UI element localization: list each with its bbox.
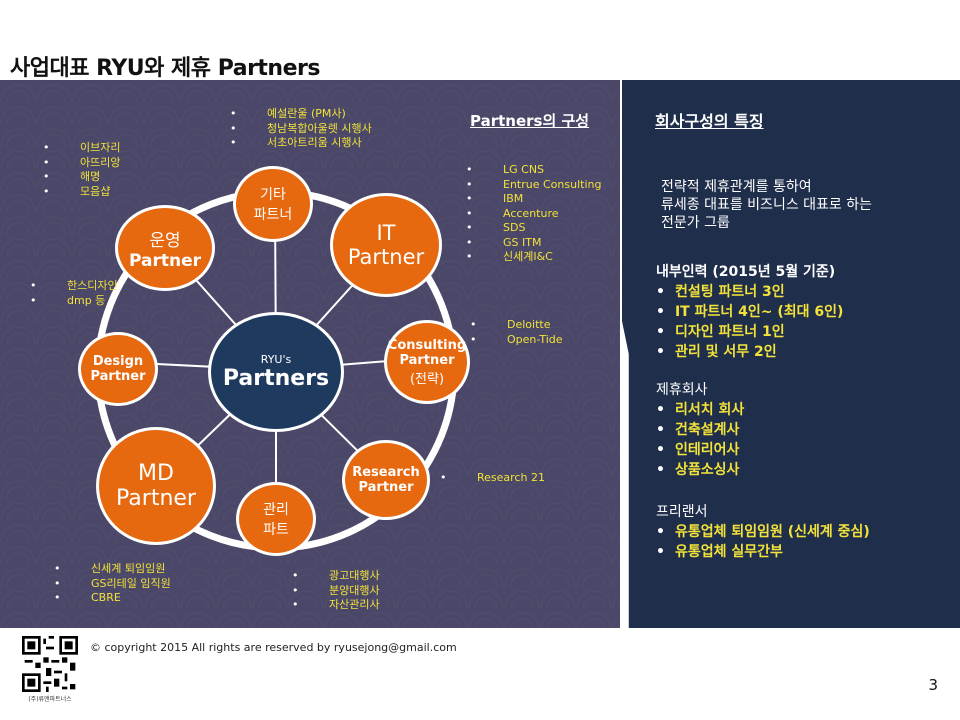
list-item: 해명 xyxy=(40,170,120,185)
freelancers: 프리랜서 유통업체 퇴임임원 (신세계 중심) 유통업체 실무간부 xyxy=(656,502,870,562)
list-design: 한스디자인 dmp 등 xyxy=(27,279,118,308)
list-item: 서초아트리움 시행사 xyxy=(227,136,372,151)
list-item: 모음샵 xyxy=(40,185,120,200)
list-item: 광고대행사 xyxy=(289,569,380,584)
partners-heading: Partners의 구성 xyxy=(470,112,590,130)
list-item: Deloitte xyxy=(467,318,563,333)
qr-code-icon xyxy=(22,636,78,692)
list-research: Research 21 xyxy=(437,471,545,486)
internal-staff: 내부인력 (2015년 5월 기준) 컨설팅 파트너 3인 IT 파트너 4인~… xyxy=(656,262,843,362)
intro-text: 전략적 제휴관계를 통하여 류세종 대표를 비즈니스 대표로 하는 전문가 그룹 xyxy=(661,179,872,231)
list-item: 분양대행사 xyxy=(289,584,380,599)
list-item: 예설란울 (PM사) xyxy=(227,107,372,122)
list-item: 이브자리 xyxy=(40,141,120,156)
list-item: GS리테일 임직원 xyxy=(51,577,171,592)
list-item: 청남복합아울렛 시행사 xyxy=(227,122,372,137)
list-consulting: Deloitte Open-Tide xyxy=(467,318,563,347)
list-item: 유통업체 실무간부 xyxy=(656,542,870,562)
copyright-footer: © copyright 2015 All rights are reserved… xyxy=(90,641,457,654)
list-mgmt: 광고대행사 분양대행사 자산관리사 xyxy=(289,569,380,613)
list-item: 자산관리사 xyxy=(289,598,380,613)
list-item: 유통업체 퇴임임원 (신세계 중심) xyxy=(656,522,870,542)
qr-caption: (주)류앤파트너스 xyxy=(28,696,72,703)
list-item: 리서치 회사 xyxy=(656,400,744,420)
list-item: SDS xyxy=(463,221,601,236)
affiliates: 제휴회사 리서치 회사 건축설계사 인테리어사 상품소싱사 xyxy=(656,380,744,480)
list-item: 한스디자인 xyxy=(27,279,118,294)
list-it: LG CNS Entrue Consulting IBM Accenture S… xyxy=(463,163,601,265)
page-title: 사업대표 RYU와 제휴 Partners xyxy=(10,56,320,81)
list-item: IBM xyxy=(463,192,601,207)
list-item: Accenture xyxy=(463,207,601,222)
list-item: CBRE xyxy=(51,591,171,606)
list-etc: 예설란울 (PM사) 청남복합아울렛 시행사 서초아트리움 시행사 xyxy=(227,107,372,151)
list-item: 디자인 파트너 1인 xyxy=(656,322,843,342)
list-item: GS ITM xyxy=(463,236,601,251)
list-item: Research 21 xyxy=(437,471,545,486)
list-item: 건축설계사 xyxy=(656,420,744,440)
list-item: Entrue Consulting xyxy=(463,178,601,193)
list-item: 관리 및 서무 2인 xyxy=(656,342,843,362)
list-item: IT 파트너 4인~ (최대 6인) xyxy=(656,302,843,322)
list-item: 신세계 퇴임임원 xyxy=(51,562,171,577)
list-item: 신세계I&C xyxy=(463,250,601,265)
list-md: 신세계 퇴임임원 GS리테일 임직원 CBRE xyxy=(51,562,171,606)
features-heading: 회사구성의 특징 xyxy=(655,112,764,131)
list-item: 컨설팅 파트너 3인 xyxy=(656,282,843,302)
list-item: 인테리어사 xyxy=(656,440,744,460)
center-ryus-partners: RYU's Partners xyxy=(208,312,344,432)
list-item: Open-Tide xyxy=(467,333,563,348)
list-item: LG CNS xyxy=(463,163,601,178)
list-item: dmp 등 xyxy=(27,294,118,309)
list-item: 아뜨리앙 xyxy=(40,156,120,171)
list-ops: 이브자리 아뜨리앙 해명 모음샵 xyxy=(40,141,120,199)
page-number: 3 xyxy=(928,676,938,694)
list-item: 상품소싱사 xyxy=(656,460,744,480)
